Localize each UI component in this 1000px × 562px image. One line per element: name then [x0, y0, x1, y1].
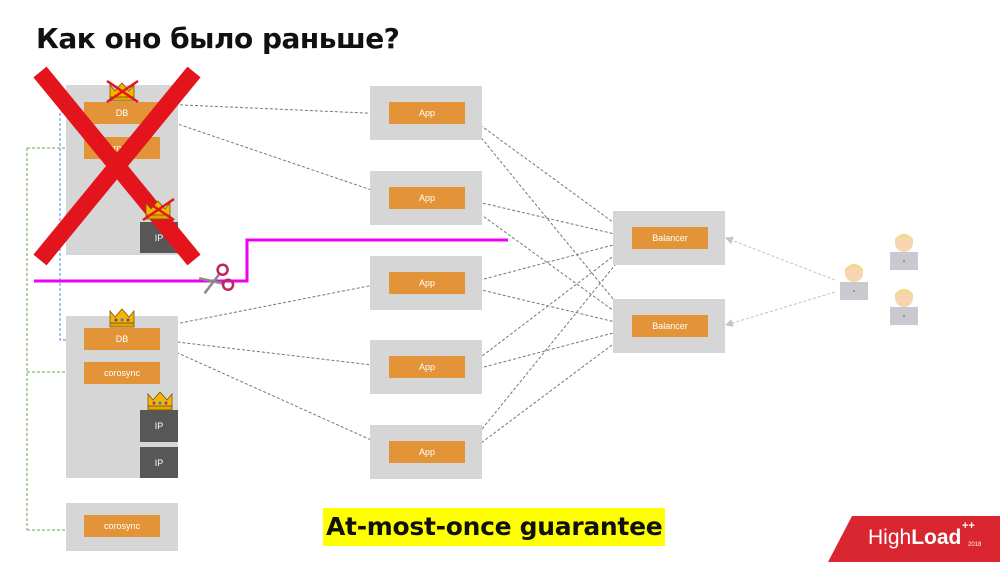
arrow-app4-newdb [159, 339, 390, 368]
app-label-3: App [389, 272, 465, 294]
arrow-b2-app3 [464, 283, 633, 327]
crossed-crown-icon-ip [142, 197, 175, 222]
app-label-1: App [389, 102, 465, 124]
page-title: Как оно было раньше? [36, 22, 400, 55]
arrow-b2-app2 [464, 202, 633, 325]
logo-light-text: High [868, 526, 912, 549]
user-laptop-icon-1 [840, 264, 868, 300]
arrow-app5-newdb [159, 344, 390, 449]
user-laptop-icon-2 [890, 234, 918, 270]
master-corosync-box: corosync [84, 362, 160, 384]
balancer-label-1: Balancer [632, 227, 708, 249]
arrow-b1-app1 [464, 113, 633, 237]
guarantee-caption: At-most-once guarantee [323, 508, 666, 546]
logo-year: 2018 [968, 542, 982, 548]
logo-bold-text: Load [911, 526, 962, 549]
app-label-2: App [389, 187, 465, 209]
arrow-b2-app4 [464, 327, 633, 375]
arrow-olddb-app2 [159, 117, 390, 197]
crossed-crown-icon [106, 79, 139, 104]
app-label-4: App [389, 356, 465, 378]
arrow-b1-app2 [464, 196, 633, 239]
quorum-corosync-box: corosync [84, 515, 160, 537]
app-label-5: App [389, 441, 465, 463]
arrow-b1-app5 [464, 243, 633, 451]
logo-plus: ++ [962, 520, 975, 532]
arrow-users-b1 [725, 236, 836, 281]
old-db-box: DB [84, 102, 160, 124]
crown-icon-db [109, 308, 135, 328]
red-cross-icon [33, 66, 201, 266]
highload-logo: HighLoad ++ 2018 [828, 516, 1000, 562]
balancer-label-2: Balancer [632, 315, 708, 337]
arrow-app3-newdb [159, 281, 390, 330]
logo-wordmark: HighLoad [868, 526, 961, 550]
scissors-icon [198, 263, 235, 295]
master-ip-box-2: IP [140, 447, 178, 478]
master-ip-box-1: IP [140, 410, 178, 442]
network-partition-line [34, 238, 508, 283]
user-laptop-icon-3 [890, 289, 918, 325]
master-db-box: DB [84, 328, 160, 350]
arrow-b2-app1 [464, 117, 633, 323]
arrow-users-b2 [725, 291, 836, 327]
crown-icon-ip [147, 391, 173, 411]
arrow-b1-app3 [464, 239, 633, 287]
arrow-app1-olddb [159, 103, 390, 118]
